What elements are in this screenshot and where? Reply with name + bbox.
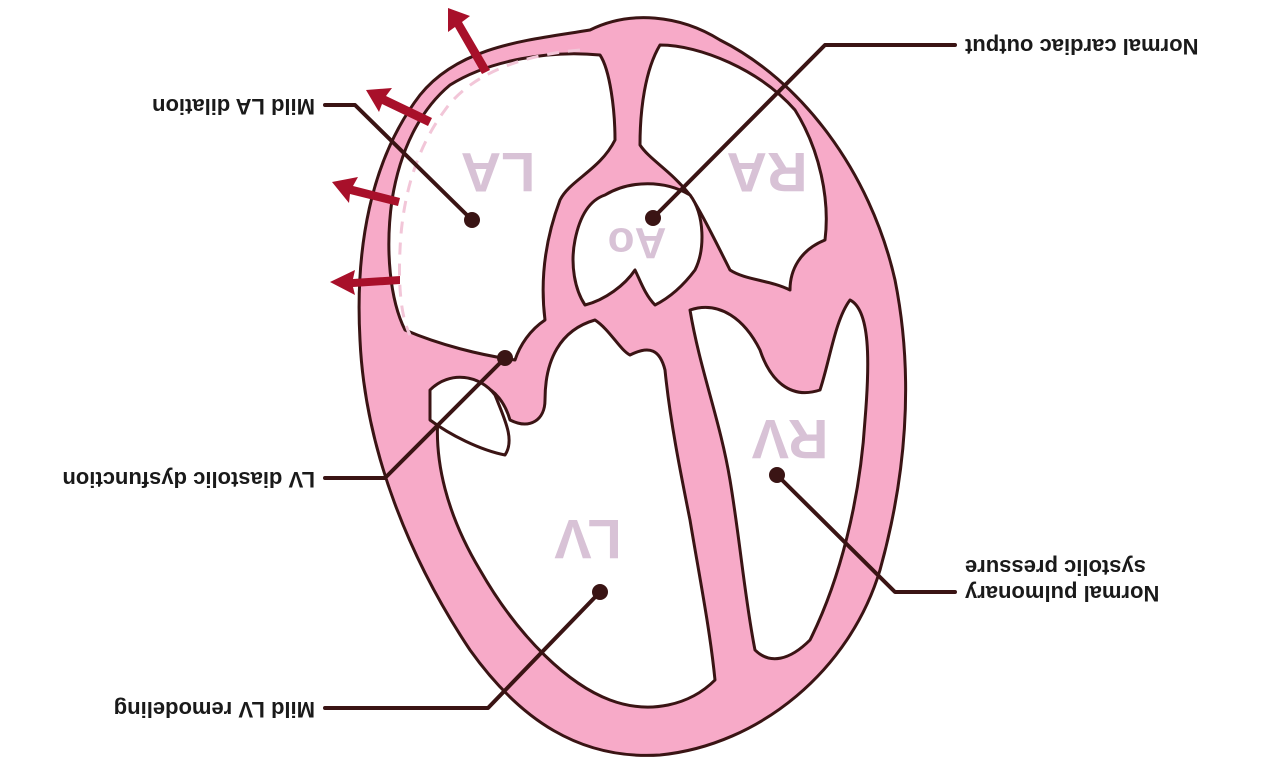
chamber-label-lv: LV xyxy=(554,508,621,571)
leader-dot xyxy=(769,467,785,483)
chamber-label-ra: RA xyxy=(727,141,808,204)
callout-text-normal-pulmonary-line2: systolic pressure xyxy=(965,555,1146,580)
callout-text-mild-la-dilation: Mild LA dilation xyxy=(152,94,315,119)
leader-dot xyxy=(645,210,661,226)
callout-text-normal-pulmonary-line1: Normal pulmonary xyxy=(964,581,1159,606)
callout-text-normal-cardiac-output: Normal cardiac output xyxy=(964,34,1198,59)
leader-dot xyxy=(592,584,608,600)
callout-text-mild-lv-remodeling: Mild LV remodeling xyxy=(114,697,315,722)
callout-text-lv-diastolic-dysfunction: LV diastolic dysfunction xyxy=(62,467,315,492)
chamber-label-la: LA xyxy=(461,141,536,204)
chamber-label-ao: Ao xyxy=(608,218,667,267)
chamber-label-rv: RV xyxy=(752,408,829,471)
leader-dot xyxy=(464,212,480,228)
leader-dot xyxy=(497,350,513,366)
